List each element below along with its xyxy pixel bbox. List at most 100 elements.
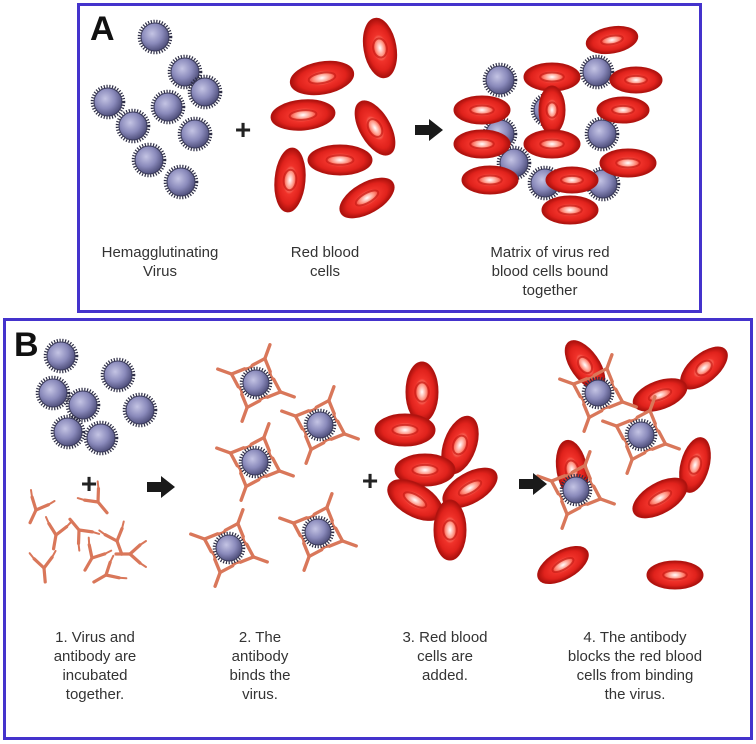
red-blood-cell <box>545 166 599 194</box>
caption-line: cells are <box>417 648 473 665</box>
plus-icon: + <box>362 465 378 496</box>
virus-particle <box>43 338 79 374</box>
antibody <box>600 382 638 411</box>
red-blood-cell <box>354 100 396 156</box>
red-blood-cell <box>270 99 336 131</box>
caption-line: 1. Virus and <box>55 629 135 646</box>
arrow-icon <box>415 119 443 141</box>
virus-particle <box>559 473 593 507</box>
antibody-virus-complex <box>280 385 360 465</box>
antibody <box>98 520 125 556</box>
caption-line: cells <box>309 263 340 280</box>
virus-particle <box>65 387 101 423</box>
caption-red-blood-cells: Red blood cells <box>265 243 385 281</box>
antibody <box>280 407 318 436</box>
virus-particle <box>90 84 126 120</box>
panel-a-letter: A <box>90 10 115 48</box>
virus-particle <box>239 366 273 400</box>
antibody <box>309 385 338 423</box>
red-blood-cell <box>394 453 456 487</box>
antibody-virus-complex <box>216 343 296 423</box>
virus-particle <box>581 376 615 410</box>
red-blood-cell <box>274 147 306 213</box>
red-blood-cell <box>646 560 704 590</box>
caption-line: Hemagglutinating <box>101 244 219 261</box>
caption-line: incubated <box>62 667 128 684</box>
caption-line: antibody <box>231 648 289 665</box>
red-blood-cell <box>453 95 511 125</box>
antibody <box>307 492 336 530</box>
caption-step-2: 2. The antibody binds the virus. <box>200 628 320 704</box>
red-blood-cell <box>596 96 650 124</box>
red-blood-cell <box>461 165 519 195</box>
caption-line: Red blood <box>290 244 360 261</box>
caption-line: virus. <box>242 686 278 703</box>
caption-step-3: 3. Red blood cells are added. <box>375 628 515 685</box>
virus-particle <box>584 116 620 152</box>
red-blood-cell <box>541 195 599 225</box>
virus-particle <box>212 531 246 565</box>
antibody <box>28 549 57 584</box>
virus-particle <box>115 108 151 144</box>
antibody <box>76 480 109 515</box>
caption-line: blood cells bound <box>491 263 609 280</box>
antibodies <box>28 480 147 584</box>
antibody <box>114 540 147 568</box>
red-blood-cell <box>585 25 639 55</box>
caption-line: 2. The <box>238 629 282 646</box>
caption-line: antibody are <box>53 648 137 665</box>
antibody-virus-complex <box>278 492 358 572</box>
antibody-virus-complex <box>558 353 638 433</box>
antibody <box>44 515 73 551</box>
virus-particle <box>35 375 71 411</box>
virus-particle <box>624 418 658 452</box>
antibody <box>245 343 274 381</box>
red-blood-cell <box>405 361 439 423</box>
virus-particle <box>187 74 223 110</box>
virus-particle <box>167 54 203 90</box>
caption-line: binds the <box>229 667 291 684</box>
panel-b-letter: B <box>14 326 39 364</box>
plus-icon: + <box>235 114 251 145</box>
antibody <box>218 508 247 546</box>
red-blood-cell <box>433 499 467 561</box>
red-blood-cell <box>632 477 688 519</box>
antibody-virus-complex <box>536 450 616 530</box>
virus-particle <box>122 392 158 428</box>
antibody-virus-complexes <box>189 343 681 588</box>
antibody <box>238 385 267 423</box>
caption-line: 4. The antibody <box>583 629 687 646</box>
virus-particle <box>100 357 136 393</box>
virus-particle <box>303 408 337 442</box>
virus-particle <box>50 414 86 450</box>
virus-particle <box>137 19 173 55</box>
antibody <box>558 492 587 530</box>
virus-particle <box>83 420 119 456</box>
arrow-icon <box>519 473 547 495</box>
red-blood-cell <box>538 85 566 135</box>
antibody <box>587 353 616 391</box>
virus-particle <box>238 445 272 479</box>
plus-signs: +++ <box>81 114 378 499</box>
antibody <box>68 517 101 552</box>
virus-particle <box>177 116 213 152</box>
caption-hemagglutinating-virus: Hemagglutinating Virus <box>70 243 250 281</box>
red-blood-cell <box>609 66 663 94</box>
virus-particle <box>150 89 186 125</box>
red-blood-cell <box>453 129 511 159</box>
antibody-virus-complex <box>189 508 269 588</box>
red-blood-cell <box>537 545 589 585</box>
caption-line: Virus <box>143 263 177 280</box>
red-blood-cell <box>599 148 657 178</box>
caption-line: the virus. <box>604 686 666 703</box>
virus-particle <box>482 62 518 98</box>
virus-particle <box>131 142 167 178</box>
antibody <box>558 375 596 404</box>
caption-line: together. <box>65 686 125 703</box>
caption-matrix: Matrix of virus red blood cells bound to… <box>460 243 640 300</box>
red-blood-cell <box>362 17 398 79</box>
red-blood-cell <box>523 129 581 159</box>
virus-particle <box>163 164 199 200</box>
red-blood-cell <box>441 415 479 475</box>
